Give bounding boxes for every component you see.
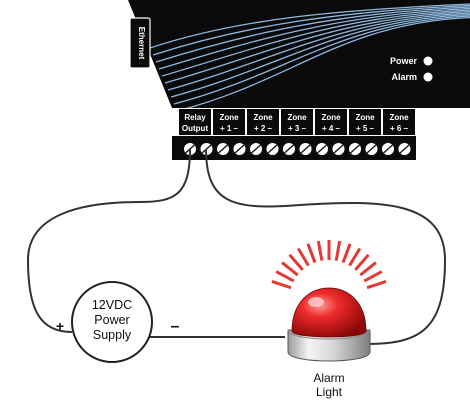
wiring — [26, 148, 447, 345]
ethernet-port-label: Ethernet — [137, 27, 146, 60]
panel-curve-line — [176, 16, 470, 112]
ethernet-port: Ethernet — [129, 17, 151, 69]
alarm-led-icon — [423, 72, 433, 82]
screw-terminal-icon — [381, 142, 395, 156]
power-indicator-label: Power — [390, 56, 418, 66]
power-supply-plus-label: + — [56, 318, 64, 334]
terminal-block-frame — [314, 108, 348, 136]
terminal-block-label: Zone — [389, 113, 409, 122]
alarm-light-base-shadow — [287, 329, 371, 340]
terminal-block-sublabel: + 2 – — [254, 124, 273, 133]
alarm-light: Alarm Light — [271, 240, 387, 399]
screw-terminal-icon — [282, 142, 296, 156]
terminal-block-label: Zone — [219, 113, 239, 122]
light-ray — [348, 247, 362, 267]
light-ray — [316, 240, 324, 261]
power-supply-line2: Power — [94, 313, 129, 327]
screw-terminal-row — [172, 136, 416, 160]
terminal-block-frame — [348, 108, 382, 136]
power-supply-line1: 12VDC — [92, 298, 132, 312]
power-supply-minus-label: – — [171, 318, 180, 335]
light-ray — [281, 261, 299, 277]
screw-terminal-icon — [331, 142, 346, 156]
light-ray — [366, 280, 387, 290]
panel-curve-line — [167, 12, 470, 91]
screw-terminal-icon — [232, 142, 247, 156]
alarm-light-rays — [271, 240, 387, 290]
terminal-block-sublabel: + 5 – — [356, 124, 375, 133]
light-ray — [354, 253, 370, 271]
panel-curve-line — [155, 6, 470, 63]
terminal-block-label: Relay — [184, 113, 206, 122]
light-ray — [334, 240, 342, 261]
light-ray — [359, 261, 377, 277]
alarm-light-line2: Light — [316, 385, 343, 399]
screw-terminal-icon — [265, 142, 280, 156]
panel-curve-line — [173, 15, 470, 105]
screw-terminal-icon — [364, 142, 379, 156]
terminal-block-frame — [246, 108, 280, 136]
light-ray — [288, 253, 304, 271]
screw-terminal-icon — [249, 142, 263, 156]
screw-terminal-icon — [298, 142, 313, 156]
panel-curve-line — [152, 4, 470, 56]
terminal-block-frame — [382, 108, 416, 136]
terminal-block-label: Zone — [321, 113, 341, 122]
panel-curve-line — [158, 7, 470, 70]
screw-terminal-icon — [315, 142, 329, 156]
terminal-block-frame — [178, 108, 212, 136]
terminal-block-frame — [212, 108, 246, 136]
light-ray — [296, 247, 310, 267]
alarm-light-highlight — [308, 297, 324, 307]
light-ray — [341, 243, 352, 264]
decorative-curves — [149, 3, 470, 112]
terminal-block-sublabel: + 4 – — [322, 124, 341, 133]
power-indicator: Power — [390, 56, 433, 66]
screw-terminal-icon — [397, 142, 412, 156]
terminal-block-sublabel: + 6 – — [390, 124, 409, 133]
screw-terminal-icon — [216, 142, 230, 156]
screw-terminal-icon — [348, 142, 362, 156]
panel-curve-line — [164, 10, 470, 84]
light-ray — [306, 243, 317, 264]
alarm-indicator: Alarm — [391, 72, 433, 82]
power-supply-line3: Supply — [93, 328, 132, 342]
terminal-block-label: Zone — [253, 113, 273, 122]
alarm-indicator-label: Alarm — [391, 72, 417, 82]
panel-curve-line — [161, 9, 470, 77]
panel-curve-line — [149, 3, 470, 49]
terminal-block-sublabel: + 3 – — [288, 124, 307, 133]
terminal-block-label: Zone — [287, 113, 307, 122]
light-ray — [275, 270, 295, 283]
panel-body — [128, 0, 470, 108]
power-led-icon — [423, 56, 433, 66]
terminal-block-sublabel: Output — [182, 124, 209, 133]
light-ray — [363, 270, 383, 283]
terminal-block-frame — [280, 108, 314, 136]
alarm-light-line1: Alarm — [313, 371, 344, 385]
light-ray — [271, 280, 292, 290]
wire-relay-to-supply-plus — [26, 148, 191, 333]
power-supply: 12VDC Power Supply + – — [56, 281, 180, 363]
power-supply-circle — [71, 281, 153, 363]
alarm-light-dome — [291, 287, 367, 338]
panel-curve-line — [170, 13, 470, 98]
terminal-block-sublabel: + 1 – — [220, 124, 239, 133]
terminal-block-label: Zone — [355, 113, 375, 122]
wire-relay-to-light — [205, 148, 447, 345]
